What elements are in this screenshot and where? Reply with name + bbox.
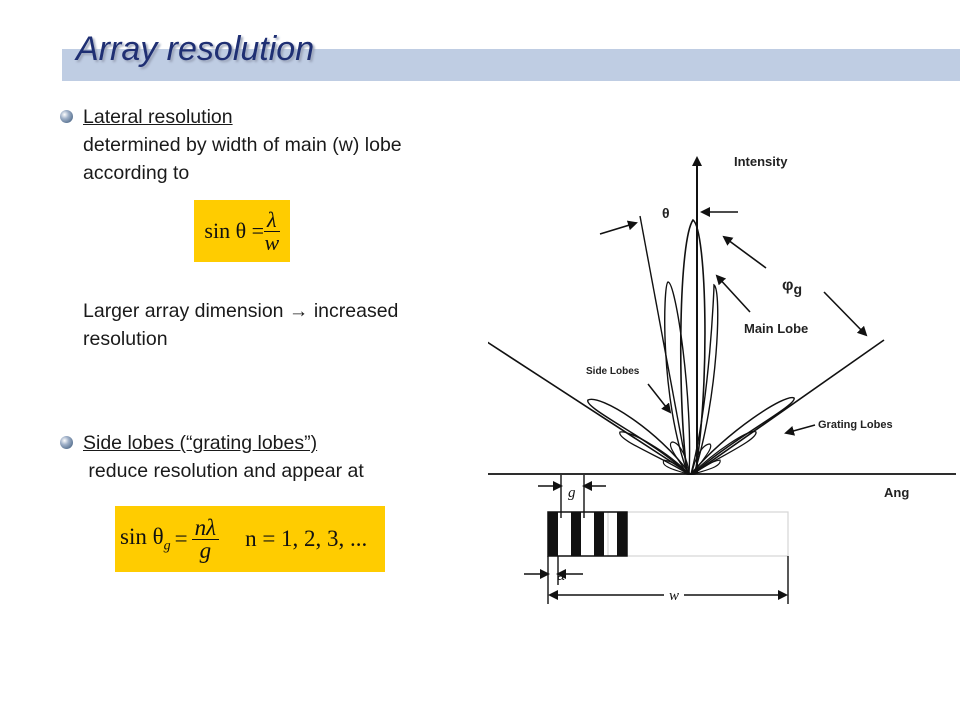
grating-direction-right [692, 339, 885, 475]
grating-eq: = [174, 526, 188, 551]
side-lobes-heading: Side lobes (“grating lobes”) [83, 432, 318, 454]
phi-arrow-left [722, 235, 767, 269]
a-label: a [557, 568, 565, 583]
theta-arrow-left [599, 220, 638, 235]
side-lobes-line1: reduce resolution and appear at [83, 460, 364, 482]
side-lobe [690, 459, 721, 475]
title-bar [62, 49, 960, 81]
array-element [571, 512, 581, 556]
theta-label: θ [662, 205, 670, 221]
grating-lobes-label: Grating Lobes [818, 419, 893, 431]
grating-lobe-left [587, 398, 692, 475]
formula-denominator: w [264, 229, 280, 255]
grating-fraction: nλ g [191, 516, 220, 563]
phi-arrow-right [823, 291, 868, 337]
main-lobe-label: Main Lobe [744, 321, 808, 336]
side-lobe [690, 430, 757, 475]
bullet-icon [60, 436, 73, 449]
array-element [617, 512, 627, 556]
grating-lobes-arrow [784, 424, 816, 436]
larger-array-line1: Larger array dimension → increased [83, 300, 399, 322]
formula-fraction: λ w [264, 208, 280, 255]
intensity-label: Intensity [734, 154, 788, 169]
grating-direction-left [488, 341, 691, 475]
array-element [594, 512, 604, 556]
larger-array-line2: resolution [83, 328, 168, 350]
grating-denominator: g [199, 537, 212, 563]
side-lobes-arrow [647, 383, 672, 414]
side-lobe [690, 283, 719, 475]
side-lobe [669, 441, 690, 475]
grating-lhs: sin θg [120, 524, 171, 555]
lateral-line2: according to [83, 162, 190, 184]
side-lobe [691, 443, 712, 475]
main-lobe [679, 218, 706, 475]
phi-label: φg [782, 277, 802, 297]
main-lobe-formula: sin θ = λ w [194, 200, 290, 262]
array-element [548, 512, 558, 556]
bullet-icon [60, 110, 73, 123]
lateral-line1: determined by width of main (w) lobe [83, 134, 402, 156]
array-aperture-outline [607, 511, 789, 557]
lateral-heading: Lateral resolution [83, 106, 233, 128]
main-lobe-arrow [715, 274, 751, 313]
grating-lobe-right [689, 396, 795, 475]
w-label: w [669, 588, 679, 604]
side-lobes-label: Side Lobes [586, 366, 640, 377]
grating-lobe-formula: sin θg = nλ g n = 1, 2, 3, ... [115, 506, 385, 572]
grating-n-values: n = 1, 2, 3, ... [245, 526, 368, 551]
slide-title: Array resolution [76, 30, 315, 68]
side-lobe [619, 431, 691, 475]
grating-numerator: nλ [191, 516, 220, 540]
main-lobe-edge-line [639, 215, 689, 475]
array-element-group [547, 511, 628, 557]
angle-label: Ang [884, 485, 909, 500]
side-lobe [664, 281, 691, 475]
g-label: g [568, 485, 576, 501]
formula-numerator: λ [264, 208, 280, 232]
grating-lobe-diagram: Intensity Ang θ φg Main Lobe Side Lobes … [488, 154, 956, 604]
grating-sin: sin θ [120, 523, 164, 549]
grating-sub: g [163, 538, 171, 554]
formula-lhs: sin θ = [204, 218, 265, 243]
